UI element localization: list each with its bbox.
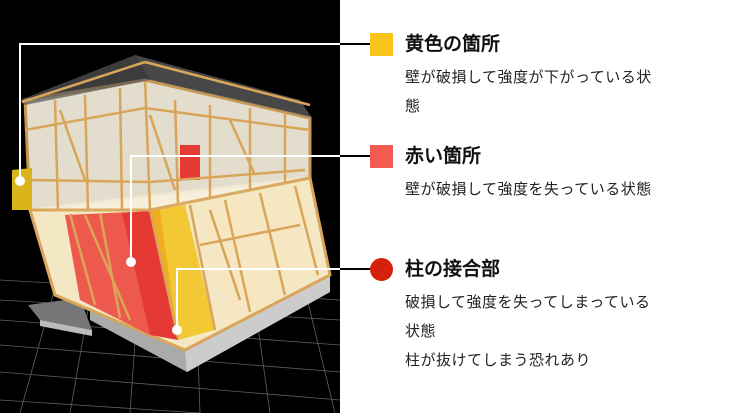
legend-description: 破損して強度を失ってしまっている 状態 柱が抜けてしまう恐れあり (405, 288, 750, 375)
description-line: 壁が破損して強度を失っている状態 (405, 180, 652, 198)
description-line: 破損して強度を失ってしまっている (405, 293, 651, 311)
house-damage-illustration (0, 0, 341, 414)
legend-description: 壁が破損して強度が下がっている状 態 (405, 63, 750, 121)
legend-description: 壁が破損して強度を失っている状態 (405, 175, 750, 204)
legend-title: 赤い箇所 (405, 145, 482, 167)
description-line: 態 (405, 97, 421, 115)
legend-title: 柱の接合部 (405, 258, 501, 280)
yellow-square-icon (370, 33, 393, 56)
legend-title: 黄色の箇所 (405, 33, 501, 55)
description-line: 壁が破損して強度が下がっている状 (405, 68, 652, 86)
red-square-icon (370, 145, 393, 168)
house-3d-model (0, 55, 341, 414)
red-circle-icon (370, 258, 393, 281)
description-line: 状態 (405, 322, 437, 340)
description-line: 柱が抜けてしまう恐れあり (405, 351, 592, 369)
